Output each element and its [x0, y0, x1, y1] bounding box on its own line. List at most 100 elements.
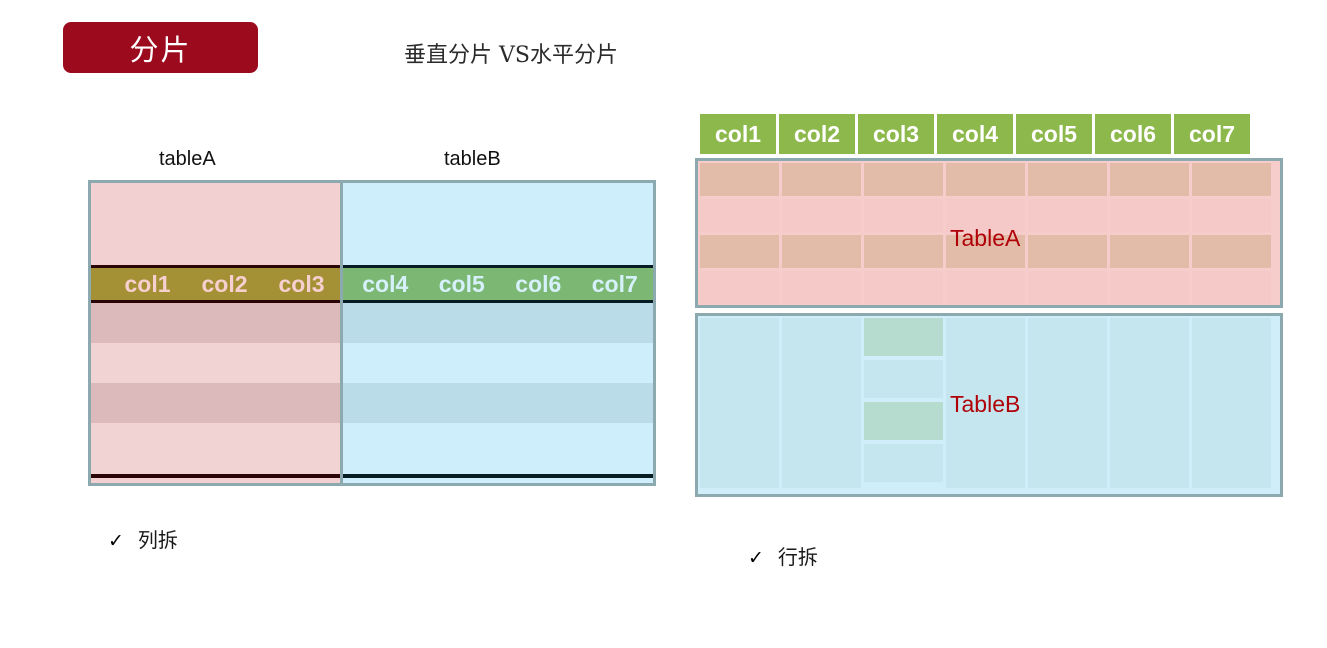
table-b-column-header-row: col4 col5 col6 col7 [343, 270, 653, 297]
slide-title-badge: 分片 [63, 22, 258, 73]
right-tablea-box: TableA [695, 158, 1283, 308]
column-header-col2: col2 [201, 270, 248, 297]
tablea-cell [1192, 199, 1271, 232]
tablea-column-3 [864, 163, 943, 307]
tableb-cell [1110, 318, 1189, 488]
right-tablea-grid [700, 163, 1271, 307]
bullet-column-split: ✓ 列拆 [108, 524, 178, 553]
tableb-cell [1192, 318, 1271, 488]
left-split-table: col1 col2 col3 col4 col5 col6 col7 [88, 180, 656, 486]
column-header-col6: col6 [515, 270, 562, 297]
tableb-column-7 [1192, 318, 1271, 488]
right-tablea-label: TableA [950, 225, 1021, 251]
tablea-column-1 [700, 163, 779, 307]
right-column-header-col7: col7 [1174, 114, 1250, 154]
tablea-column-5 [1028, 163, 1107, 307]
tablea-cell [1028, 163, 1107, 196]
tableb-cell-highlight [864, 318, 943, 356]
table-b-row-1 [343, 303, 653, 343]
tablea-cell [700, 199, 779, 232]
tableb-column-1 [700, 318, 779, 488]
tablea-cell [864, 163, 943, 196]
tablea-cell [700, 271, 779, 304]
right-column-header-col4: col4 [937, 114, 1013, 154]
tablea-cell [1192, 163, 1271, 196]
tablea-column-2 [782, 163, 861, 307]
tablea-cell [1192, 235, 1271, 268]
tablea-cell [700, 163, 779, 196]
table-b-row-4 [343, 423, 653, 474]
tableb-cell [946, 318, 1025, 488]
table-b-top-band [343, 183, 653, 265]
right-tableb-label: TableB [950, 391, 1021, 417]
right-column-header-col1: col1 [700, 114, 776, 154]
tablea-cell [782, 271, 861, 304]
column-header-col5: col5 [438, 270, 485, 297]
tablea-column-4 [946, 163, 1025, 307]
check-icon: ✓ [748, 547, 764, 569]
tableb-column-5 [1028, 318, 1107, 488]
slide-subtitle: 垂直分片 VS水平分片 [404, 43, 618, 68]
tableb-column-4 [946, 318, 1025, 488]
tablea-cell [1110, 163, 1189, 196]
table-a-column-header-row: col1 col2 col3 [91, 270, 340, 297]
table-a-row-1 [91, 303, 340, 343]
table-b-column-header-band: col4 col5 col6 col7 [343, 265, 653, 303]
tablea-cell [864, 199, 943, 232]
slide-title-text: 分片 [129, 32, 192, 67]
bullet-column-split-label: 列拆 [137, 528, 178, 552]
right-column-header-row: col1 col2 col3 col4 col5 col6 col7 [700, 114, 1250, 154]
tablea-cell [1110, 271, 1189, 304]
check-icon: ✓ [108, 530, 124, 552]
tablea-cell [864, 271, 943, 304]
table-a-bottom-rule [91, 474, 340, 478]
left-caption-tableb: tableB [444, 148, 501, 170]
tableb-cell [782, 318, 861, 488]
tablea-cell [700, 235, 779, 268]
table-a-column-header-band: col1 col2 col3 [91, 265, 340, 303]
tablea-cell [864, 235, 943, 268]
table-b-row-3 [343, 383, 653, 423]
tablea-cell [1110, 235, 1189, 268]
column-header-col3: col3 [278, 270, 325, 297]
table-b-bottom-rule [343, 474, 653, 478]
table-b-bottom-pad [343, 478, 653, 483]
bullet-row-split: ✓ 行拆 [748, 541, 818, 570]
left-table-b-half: col4 col5 col6 col7 [343, 183, 653, 483]
table-a-row-3 [91, 383, 340, 423]
tableb-cell [700, 318, 779, 488]
tablea-column-7 [1192, 163, 1271, 307]
tablea-cell [1028, 199, 1107, 232]
tableb-column-2 [782, 318, 861, 488]
tableb-cell [1028, 318, 1107, 488]
table-a-row-4 [91, 423, 340, 474]
tablea-cell [1110, 199, 1189, 232]
right-tableb-box: TableB [695, 313, 1283, 497]
right-column-header-col2: col2 [779, 114, 855, 154]
tableb-cell [864, 444, 943, 482]
tablea-cell [1192, 271, 1271, 304]
tablea-cell [946, 271, 1025, 304]
tablea-cell [946, 163, 1025, 196]
tablea-cell [782, 199, 861, 232]
column-header-col1: col1 [124, 270, 171, 297]
right-tableb-grid [700, 318, 1271, 488]
bullet-row-split-label: 行拆 [777, 545, 818, 569]
table-a-top-band [91, 183, 340, 265]
table-b-row-2 [343, 343, 653, 383]
tableb-cell-highlight [864, 402, 943, 440]
table-a-bottom-pad [91, 478, 340, 483]
tablea-cell [782, 235, 861, 268]
tablea-cell [946, 199, 1025, 232]
left-table-a-half: col1 col2 col3 [91, 183, 343, 483]
right-column-header-col5: col5 [1016, 114, 1092, 154]
tablea-cell [782, 163, 861, 196]
tableb-column-6 [1110, 318, 1189, 488]
column-header-col4: col4 [362, 270, 409, 297]
tableb-column-3 [864, 318, 943, 488]
left-caption-tablea: tableA [159, 148, 216, 170]
table-a-row-2 [91, 343, 340, 383]
right-column-header-col6: col6 [1095, 114, 1171, 154]
tablea-column-6 [1110, 163, 1189, 307]
tablea-cell [1028, 235, 1107, 268]
